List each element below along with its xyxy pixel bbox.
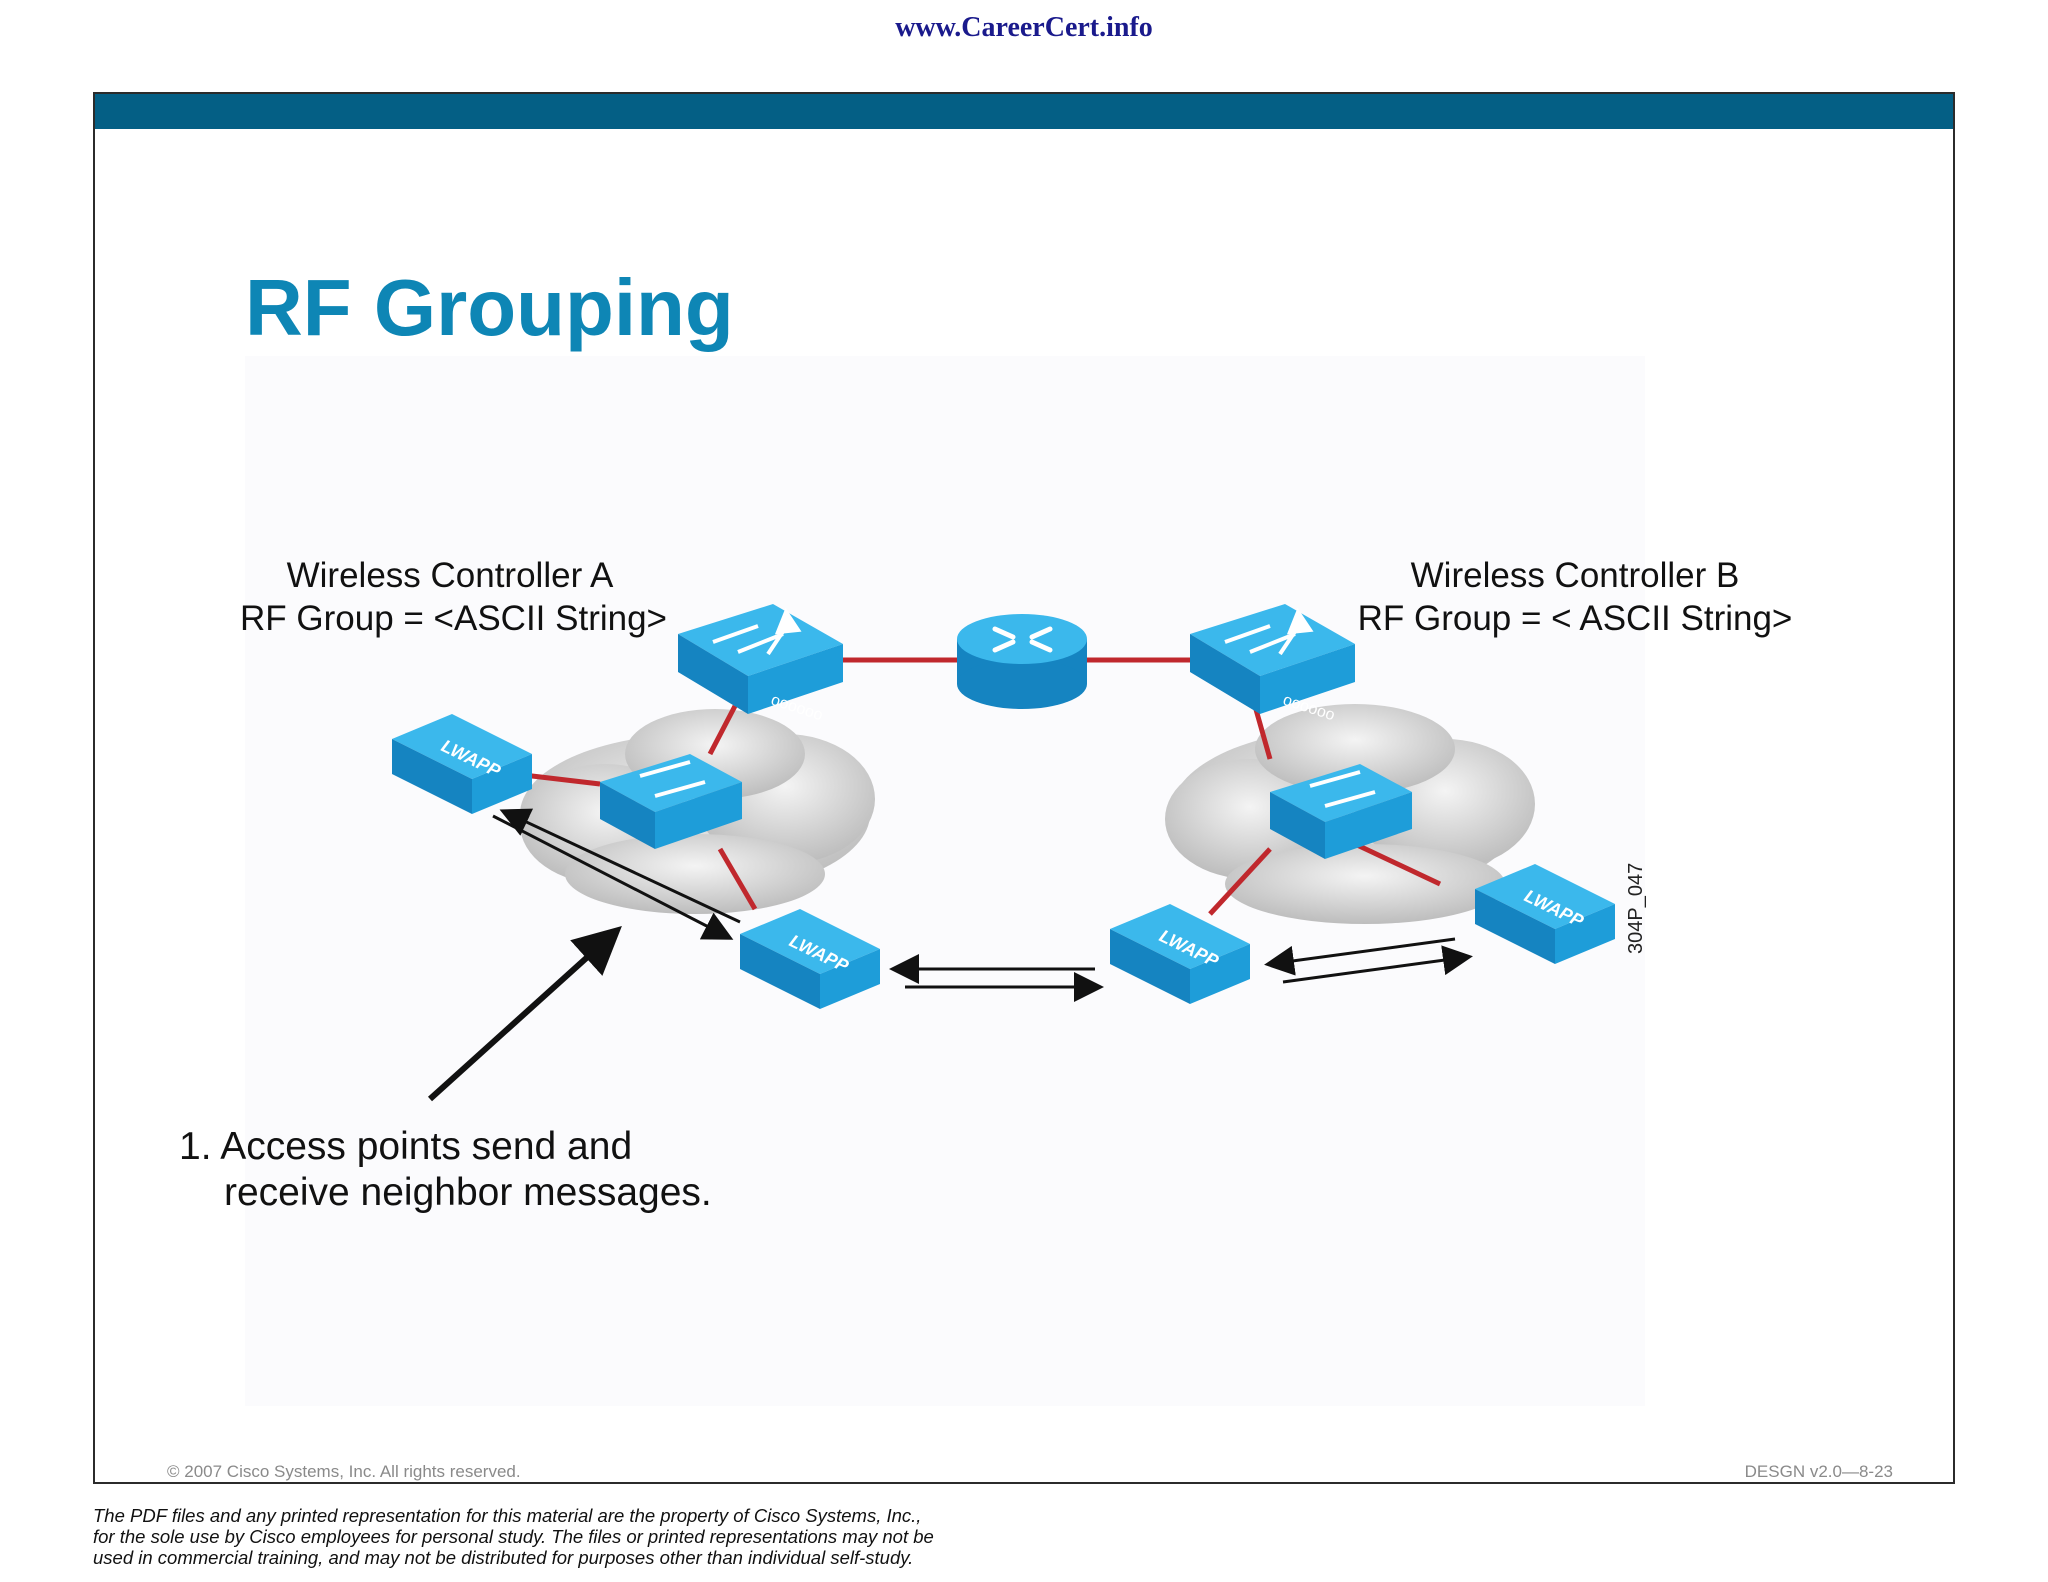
access-point-1-icon: LWAPP xyxy=(392,714,532,814)
callout-arrow xyxy=(427,925,622,1102)
link-ctrlA-switchA xyxy=(707,704,738,756)
access-point-3-icon: LWAPP xyxy=(1110,904,1250,1004)
course-code: DESGN v2.0—8-23 xyxy=(1744,1462,1893,1481)
step-caption: 1. Access points send and receive neighb… xyxy=(179,1124,712,1216)
site-url[interactable]: www.CareerCert.info xyxy=(895,12,1153,43)
disclaimer-line3: used in commercial training, and may not… xyxy=(93,1547,914,1568)
disclaimer-line2: for the sole use by Cisco employees for … xyxy=(93,1526,934,1547)
arrow-ap1-to-ap2 xyxy=(492,814,734,940)
disclaimer: The PDF files and any printed representa… xyxy=(93,1505,1093,1568)
step-caption-line2: receive neighbor messages. xyxy=(224,1171,712,1214)
controller-b-label: Wireless Controller B RF Group = < ASCII… xyxy=(1350,554,1800,640)
link-ctrlB-switchB xyxy=(1252,705,1273,760)
copyright: © 2007 Cisco Systems, Inc. All rights re… xyxy=(167,1462,521,1481)
neighbor-arrows xyxy=(492,808,1473,1002)
step-caption-line1: 1. Access points send and xyxy=(179,1125,633,1168)
router-icon xyxy=(957,614,1087,709)
disclaimer-line1: The PDF files and any printed representa… xyxy=(93,1505,922,1526)
link-switchA-ap2 xyxy=(717,847,758,911)
controller-b-name: Wireless Controller B xyxy=(1410,556,1740,595)
controller-b-rf-group: RF Group = < ASCII String> xyxy=(1357,599,1793,638)
controller-a-label: Wireless Controller A RF Group = <ASCII … xyxy=(240,554,667,640)
arrow-ap4-to-ap3 xyxy=(1264,937,1456,976)
link-switchB-ap3 xyxy=(1208,847,1272,916)
cloud-left xyxy=(520,709,875,914)
controller-a-name: Wireless Controller A xyxy=(286,556,614,595)
arrow-ap2-to-ap1 xyxy=(499,808,741,924)
slide: RF Grouping xyxy=(93,92,1955,1484)
switch-a-icon xyxy=(600,754,742,849)
access-point-4-icon: LWAPP xyxy=(1475,864,1615,964)
figure-id: 304P_047 xyxy=(1625,862,1647,954)
controller-a-rf-group: RF Group = <ASCII String> xyxy=(240,599,667,638)
slide-title: RF Grouping xyxy=(245,263,734,352)
link-switchB-ap4 xyxy=(1353,841,1442,887)
arrow-ap3-to-ap4 xyxy=(1282,945,1473,984)
network-diagram: oooooo oooooo xyxy=(245,356,1645,1406)
slide-header-bar xyxy=(95,94,1953,129)
access-point-2-icon: LWAPP xyxy=(740,909,880,1009)
switch-b-icon xyxy=(1270,764,1412,859)
network-links xyxy=(514,657,1442,916)
